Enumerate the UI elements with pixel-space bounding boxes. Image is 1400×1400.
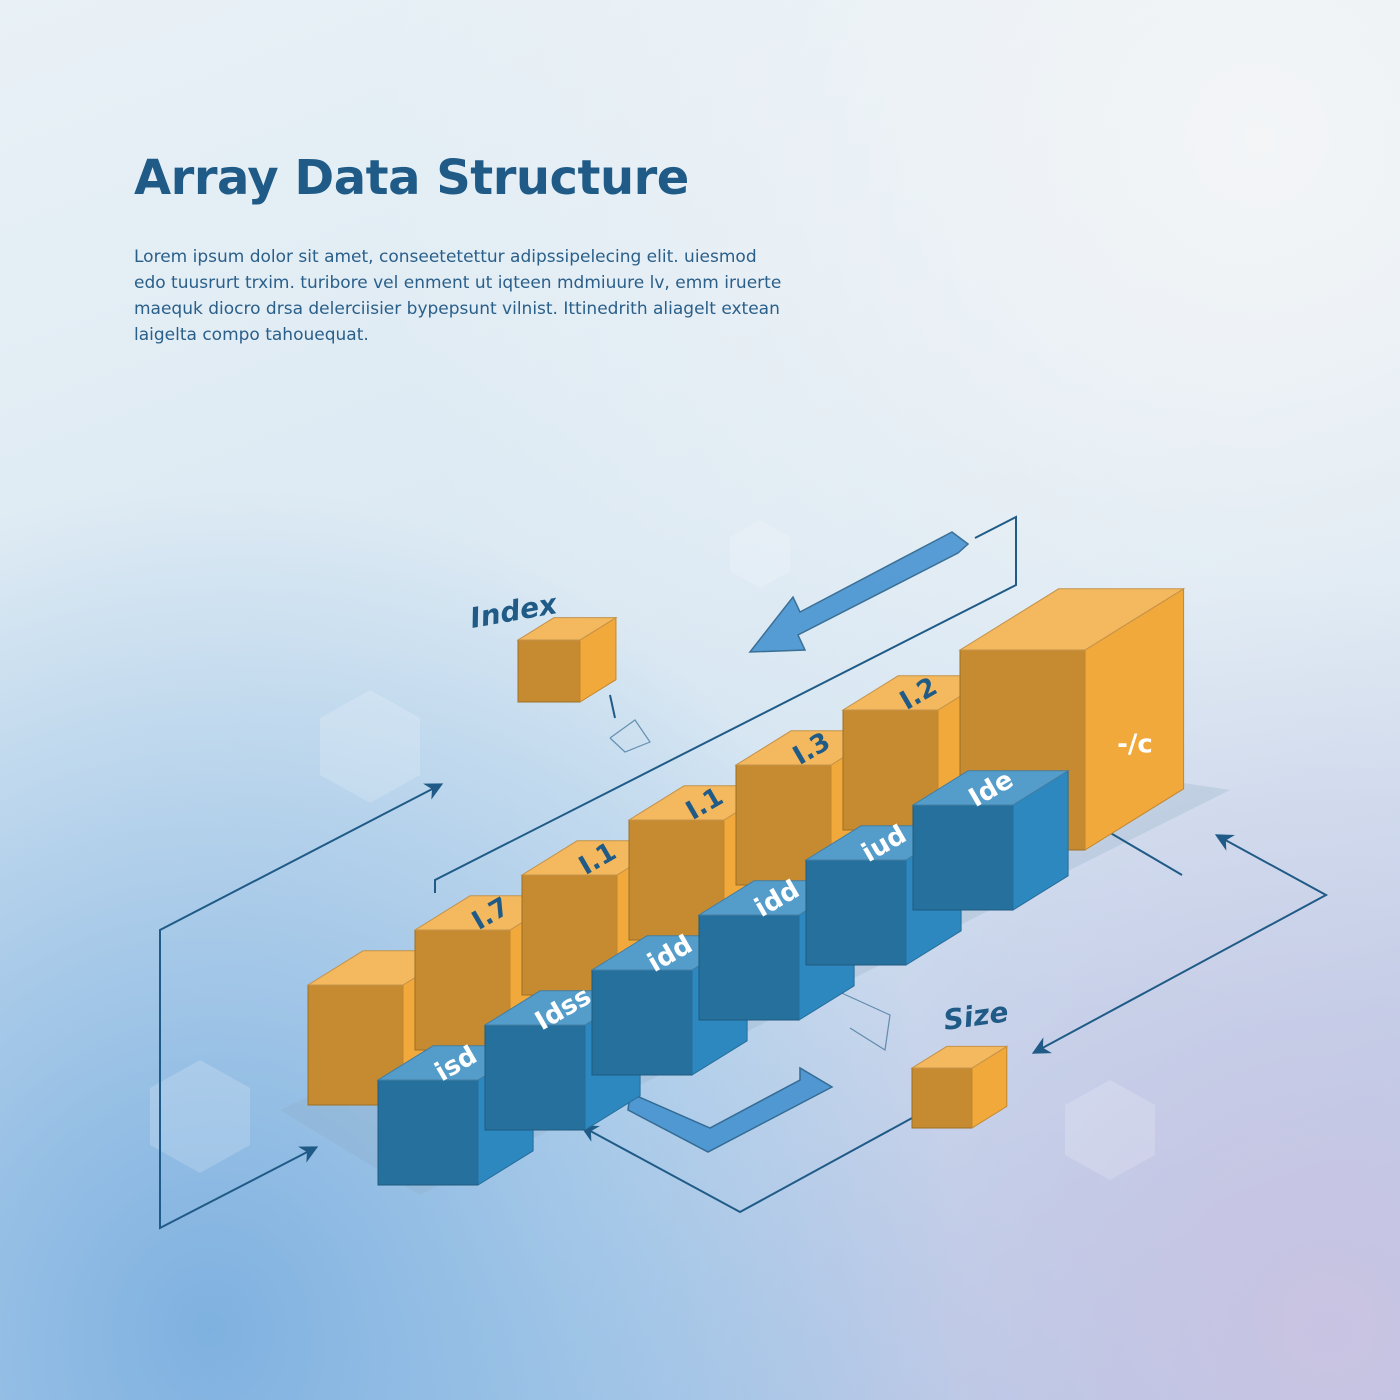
small-check-2	[834, 989, 891, 1051]
array-cell-bottom: Ide	[911, 765, 1070, 911]
description-line: maequk diocro drsa delerciisier bypepsun…	[134, 299, 780, 319]
right-loop-arrow	[1031, 834, 1329, 1054]
cube-front-face	[591, 969, 693, 1076]
cube-top-face	[516, 617, 618, 641]
pointer-small-cube	[609, 694, 616, 719]
background-hexagons	[150, 520, 1155, 1180]
cube-front-face	[698, 914, 800, 1021]
index-cube	[516, 616, 618, 703]
size-cube	[910, 1045, 1009, 1129]
cube-front-face	[911, 1067, 973, 1129]
bottom-loop-arrow	[579, 1098, 949, 1214]
cube-front-face	[517, 639, 581, 703]
cube-front-face	[377, 1079, 479, 1186]
cube-top-face	[911, 770, 1070, 806]
cube-front-face	[805, 859, 907, 966]
description-line: Lorem ipsum dolor sit amet, conseetetett…	[134, 247, 757, 267]
size-label: Size	[941, 995, 1010, 1037]
cube-front-face	[484, 1024, 586, 1131]
description-line: laigelta compo tahouequat.	[134, 325, 369, 345]
cube-top-face	[958, 588, 1186, 651]
cube-label: -/c	[1117, 730, 1153, 760]
wide-arrow-top	[748, 531, 970, 653]
cube-front-face	[912, 804, 1014, 911]
page-title: Array Data Structure	[134, 150, 689, 206]
left-loop-arrow	[159, 783, 444, 1230]
top-loop-line	[434, 515, 1017, 893]
small-check-1	[609, 719, 651, 753]
standalone-cubes	[516, 616, 1009, 1129]
description-line: edo tuusrurt trxim. turibore vel enment …	[134, 273, 782, 293]
wide-bracket-bottom	[627, 1066, 834, 1153]
page-description: Lorem ipsum dolor sit amet, conseetetett…	[134, 244, 834, 348]
cube-top-face	[910, 1045, 1009, 1069]
